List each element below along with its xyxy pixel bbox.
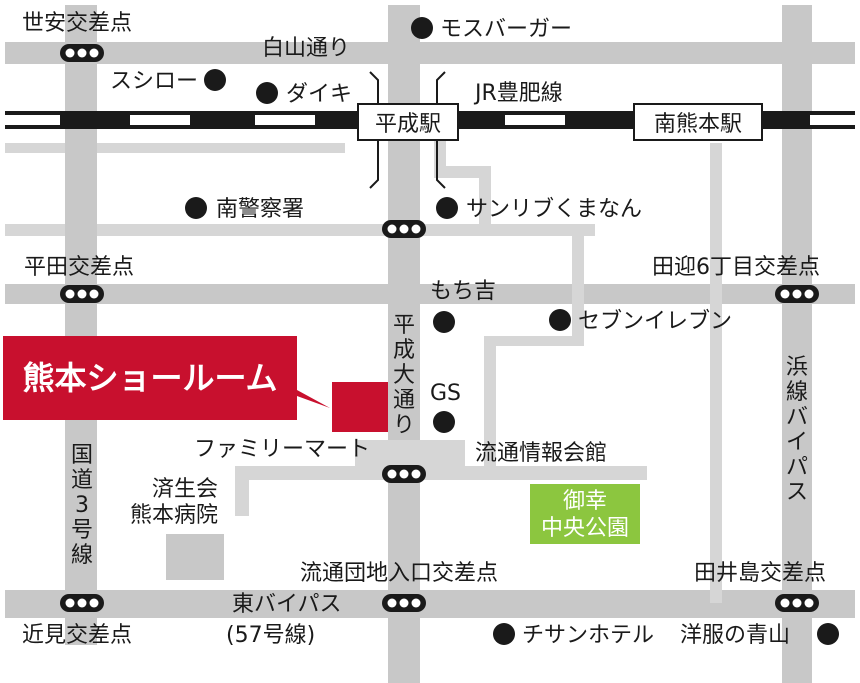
block-family-mart-area [355, 440, 465, 468]
rail-dash [255, 115, 315, 125]
tamukae-intersection-label: 田迎6丁目交差点 [652, 255, 820, 280]
saiseikai-label-line2: 熊本病院 [130, 503, 218, 528]
rail-dashes [5, 115, 855, 125]
station-heisei: 平成駅 [357, 103, 459, 141]
sunrib-label: サンリブくまなん [466, 197, 642, 222]
road-minor-v2 [484, 336, 496, 470]
mochikichi-label: もち吉 [430, 279, 496, 304]
station-minami-kumamoto: 南熊本駅 [633, 103, 763, 141]
chisan-hotel-dot [493, 623, 515, 645]
signal-hirata [60, 285, 104, 303]
traffic-signals [60, 44, 819, 612]
rail-dash [130, 115, 190, 125]
park-label-line1: 御幸 [563, 489, 607, 514]
map-labels: 世安交差点 モスバーガー 白山通り スシロー ダイキ 南警察署 サンリブくまなん… [22, 11, 826, 648]
family-mart-label: ファミリーマート [194, 437, 370, 462]
rail-line-label: JR豊肥線 [473, 81, 563, 106]
road-minor-v3 [572, 224, 584, 346]
station-heisei-label: 平成駅 [375, 112, 441, 137]
route57-label: (57号線) [226, 623, 315, 648]
park-label-line2: 中央公園 [541, 516, 629, 541]
minami-police-dot [185, 197, 207, 219]
mos-burger-dot [411, 17, 433, 39]
ryutsu-joho-label: 流通情報会館 [475, 441, 607, 466]
signal-heisei-north [382, 220, 426, 238]
road-hirata [5, 284, 855, 304]
gs-label: GS [430, 381, 461, 406]
showroom-label: 熊本ショールーム [22, 359, 277, 397]
showroom-kumamoto: 熊本ショールーム [3, 336, 388, 432]
daiki-dot [256, 82, 278, 104]
showroom-callout [3, 336, 330, 420]
seven-eleven-dot [549, 309, 571, 331]
road-minor-h3 [484, 336, 584, 346]
heisei-oodori-label: 平成大通り [393, 313, 415, 438]
sunrib-dot [436, 197, 458, 219]
tainoshima-intersection-label: 田井島交差点 [694, 561, 826, 586]
minami-police-label: 南警察署 [216, 197, 304, 222]
sushiro-label: スシロー [110, 69, 198, 94]
rail-dash [5, 115, 60, 125]
park-miyuki: 御幸 中央公園 [530, 484, 640, 544]
saiseikai-label-line1: 済生会 [152, 477, 218, 502]
signal-setoyasu [60, 44, 104, 62]
higashi-bypass-label: 東バイパス [232, 592, 342, 617]
road-minor-v1 [710, 143, 722, 603]
seven-eleven-label: セブンイレブン [578, 309, 732, 334]
signal-tamukae [775, 285, 819, 303]
aoyama-label: 洋服の青山 [680, 623, 790, 648]
signal-ryutsu-danchi [382, 594, 426, 612]
road-top [5, 42, 855, 64]
signal-tainoshima [775, 594, 819, 612]
road-minor-h1 [5, 143, 345, 153]
setoyasu-intersection-label: 世安交差点 [22, 11, 132, 36]
hirata-intersection-label: 平田交差点 [24, 255, 134, 280]
signal-chikami [60, 594, 104, 612]
rail-dash [810, 115, 855, 125]
landmark-dots [185, 17, 839, 645]
signal-ryutsu-joho [382, 465, 426, 483]
aoyama-dot [817, 623, 839, 645]
road-higashi-bypass [5, 590, 855, 618]
station-minami-kumamoto-label: 南熊本駅 [654, 112, 742, 137]
mochikichi-dot [433, 311, 455, 333]
showroom-marker [332, 382, 388, 432]
rail-dash [505, 115, 565, 125]
chikami-intersection-label: 近見交差点 [22, 623, 132, 648]
road-sanrib-path [434, 140, 491, 228]
sushiro-dot [204, 69, 226, 91]
daiki-label: ダイキ [286, 82, 352, 107]
shirayama-street-label: 白山通り [262, 36, 350, 61]
road-minor-h2 [5, 224, 595, 236]
gs-dot [433, 411, 455, 433]
road-minor-v4 [235, 466, 249, 516]
chisan-hotel-label: チサンホテル [522, 623, 654, 648]
hama-bypass-label: 浜線バイパス [786, 355, 808, 505]
mos-burger-label: モスバーガー [440, 17, 572, 42]
block-saiseikai-hospital [166, 534, 224, 580]
road-ryutsu-service [235, 466, 647, 480]
ryutsu-danchi-intersection-label: 流通団地入口交差点 [300, 561, 498, 586]
